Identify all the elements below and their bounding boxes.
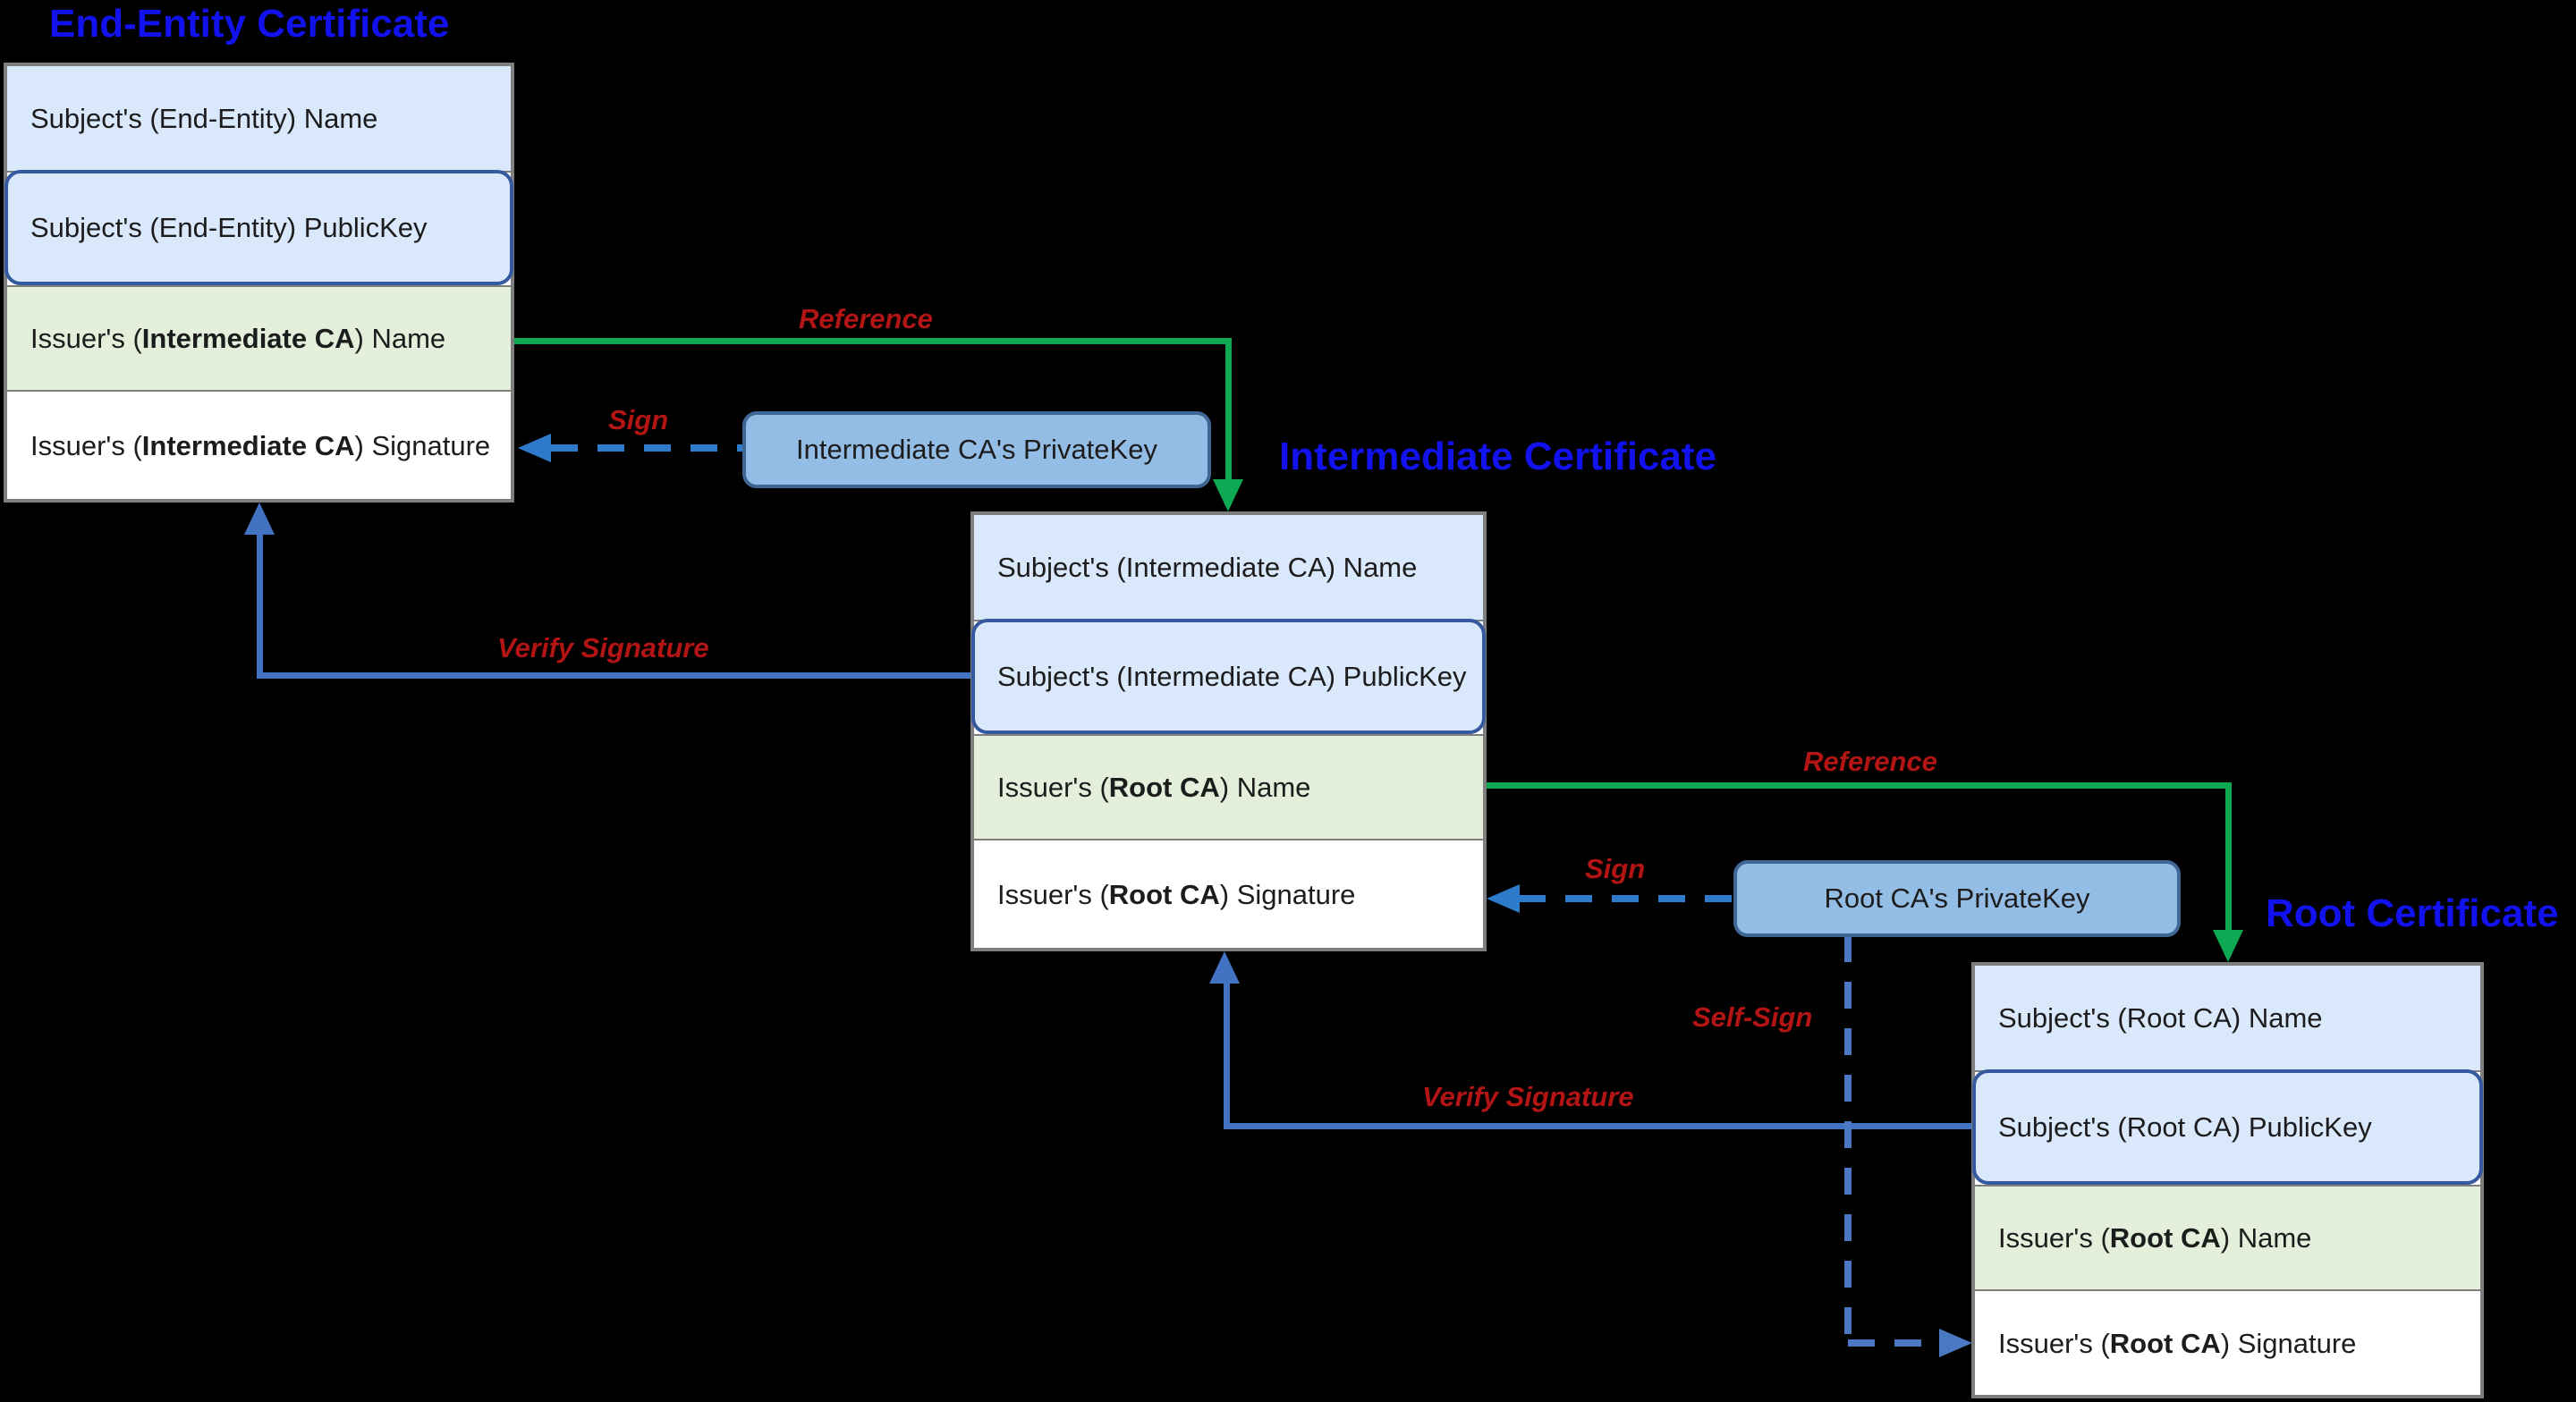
row-text: Subject's (End-Entity) Name bbox=[30, 102, 378, 134]
verify-arrow-1-horizontal bbox=[257, 672, 970, 679]
verify-arrow-2-horizontal bbox=[1224, 1123, 1971, 1129]
reference-arrow-1-vertical bbox=[1225, 338, 1232, 481]
row-text-bold: Intermediate CA bbox=[141, 430, 355, 461]
verify-arrow-2-vertical bbox=[1224, 984, 1230, 1129]
row-text: Issuer's ( bbox=[1998, 1221, 2110, 1254]
self-sign-arrow-horizontal bbox=[1848, 1339, 1941, 1347]
end-entity-issuer-name-row: Issuer's (Intermediate CA) Name bbox=[7, 285, 511, 392]
row-text: ) Signature bbox=[354, 430, 491, 461]
row-text-bold: Root CA bbox=[1108, 771, 1220, 803]
intermediate-issuer-signature-row: Issuer's (Root CA) Signature bbox=[974, 842, 1483, 948]
intermediate-subject-name-row: Subject's (Intermediate CA) Name bbox=[974, 515, 1483, 621]
row-text: Issuer's ( bbox=[30, 430, 142, 461]
reference-label-2: Reference bbox=[1803, 746, 1937, 777]
root-certificate-box: Subject's (Root CA) Name Subject's (Root… bbox=[1971, 962, 2484, 1398]
row-text-bold: Intermediate CA bbox=[141, 322, 355, 354]
self-sign-arrow-head-icon bbox=[1939, 1329, 1972, 1357]
intermediate-issuer-name-row: Issuer's (Root CA) Name bbox=[974, 734, 1483, 840]
row-text-bold: Root CA bbox=[2109, 1328, 2221, 1359]
reference-label-1: Reference bbox=[799, 303, 933, 334]
row-text: Subject's (Intermediate CA) PublicKey bbox=[997, 660, 1467, 692]
row-text: ) Signature bbox=[1219, 879, 1356, 910]
verify-arrow-1-vertical bbox=[257, 533, 263, 679]
private-key-label: Intermediate CA's PrivateKey bbox=[796, 434, 1157, 465]
sign-arrow-2-dashed-line bbox=[1519, 895, 1733, 902]
verify-arrow-1-head-icon bbox=[244, 503, 275, 535]
end-entity-certificate-title: End-Entity Certificate bbox=[49, 2, 450, 46]
row-text: Issuer's ( bbox=[1998, 1328, 2110, 1359]
end-entity-issuer-signature-row: Issuer's (Intermediate CA) Signature bbox=[7, 393, 511, 499]
sign-arrow-1-dashed-line bbox=[551, 444, 742, 452]
intermediate-certificate-box: Subject's (Intermediate CA) Name Subject… bbox=[970, 511, 1487, 951]
root-public-key-row: Subject's (Root CA) PublicKey bbox=[1972, 1069, 2483, 1185]
row-text: Subject's (Root CA) Name bbox=[1998, 1001, 2323, 1034]
intermediate-ca-private-key-box: Intermediate CA's PrivateKey bbox=[742, 411, 1211, 488]
root-issuer-name-row: Issuer's (Root CA) Name bbox=[1975, 1185, 2480, 1291]
row-text: Issuer's ( bbox=[997, 771, 1109, 803]
row-text: ) Signature bbox=[2220, 1328, 2357, 1359]
reference-arrow-1-head-icon bbox=[1213, 479, 1243, 511]
row-text-bold: Root CA bbox=[2109, 1221, 2221, 1254]
row-text: ) Name bbox=[354, 322, 446, 354]
row-text: Issuer's ( bbox=[997, 879, 1109, 910]
intermediate-certificate-title: Intermediate Certificate bbox=[1279, 435, 1717, 478]
reference-arrow-2-head-icon bbox=[2213, 930, 2243, 962]
verify-arrow-2-head-icon bbox=[1209, 951, 1240, 984]
sign-arrow-2-head-icon bbox=[1487, 884, 1520, 913]
sign-label-1: Sign bbox=[608, 404, 669, 435]
end-entity-certificate-box: Subject's (End-Entity) Name Subject's (E… bbox=[4, 63, 514, 503]
reference-arrow-2-horizontal bbox=[1487, 782, 2232, 789]
reference-arrow-2-vertical bbox=[2225, 782, 2232, 931]
root-subject-name-row: Subject's (Root CA) Name bbox=[1975, 966, 2480, 1072]
sign-label-2: Sign bbox=[1585, 853, 1646, 884]
end-entity-public-key-row: Subject's (End-Entity) PublicKey bbox=[4, 170, 513, 285]
intermediate-public-key-row: Subject's (Intermediate CA) PublicKey bbox=[971, 619, 1486, 734]
private-key-label: Root CA's PrivateKey bbox=[1824, 883, 2090, 914]
root-ca-private-key-box: Root CA's PrivateKey bbox=[1733, 860, 2181, 937]
row-text: Subject's (Root CA) PublicKey bbox=[1998, 1111, 2372, 1143]
root-issuer-signature-row: Issuer's (Root CA) Signature bbox=[1975, 1293, 2480, 1395]
row-text: Issuer's ( bbox=[30, 322, 142, 354]
sign-arrow-1-head-icon bbox=[518, 434, 551, 462]
reference-arrow-1-horizontal bbox=[514, 338, 1232, 344]
self-sign-arrow-vertical bbox=[1844, 935, 1852, 1343]
row-text: Subject's (End-Entity) PublicKey bbox=[30, 211, 428, 243]
end-entity-subject-name-row: Subject's (End-Entity) Name bbox=[7, 66, 511, 173]
row-text-bold: Root CA bbox=[1108, 879, 1220, 910]
verify-signature-label-2: Verify Signature bbox=[1422, 1081, 1634, 1112]
row-text: ) Name bbox=[2220, 1221, 2312, 1254]
row-text: ) Name bbox=[1219, 771, 1311, 803]
self-sign-label: Self-Sign bbox=[1692, 1001, 1813, 1033]
verify-signature-label-1: Verify Signature bbox=[497, 632, 709, 663]
root-certificate-title: Root Certificate bbox=[2266, 891, 2559, 935]
row-text: Subject's (Intermediate CA) Name bbox=[997, 551, 1418, 583]
